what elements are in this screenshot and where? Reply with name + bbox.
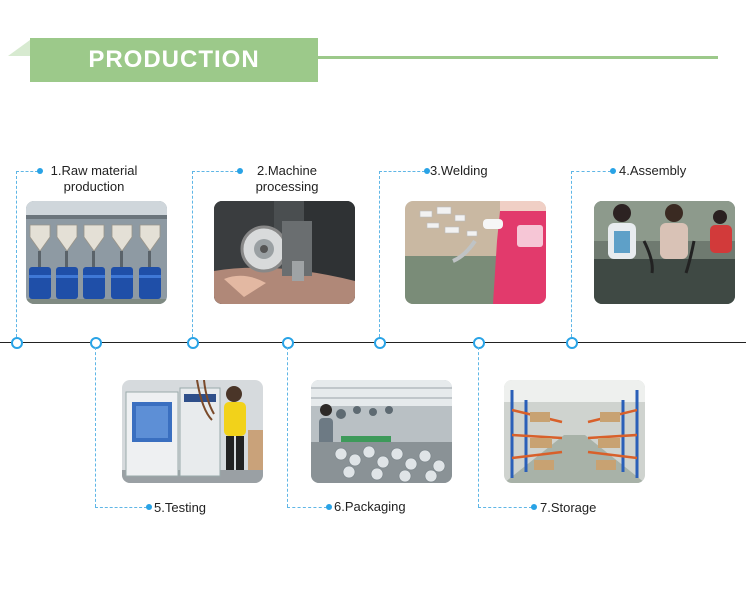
connector-4-end-dot	[610, 168, 616, 174]
timeline-node-7	[473, 337, 485, 349]
connector-7-end-dot	[531, 504, 537, 510]
banner-rule	[318, 56, 718, 59]
connector-2-horizontal	[192, 171, 238, 172]
assembly-photo	[594, 201, 735, 304]
machine-processing-photo	[214, 201, 355, 304]
connector-6-end-dot	[326, 504, 332, 510]
connector-5-vertical	[95, 347, 96, 507]
connector-6-horizontal	[287, 507, 327, 508]
connector-7-horizontal	[478, 507, 532, 508]
page-title: PRODUCTION PROCESS	[30, 38, 318, 117]
timeline-axis	[0, 342, 746, 343]
connector-1-horizontal	[16, 171, 38, 172]
banner-fold-decoration	[8, 40, 30, 56]
connector-5-horizontal	[95, 507, 147, 508]
connector-3-end-dot	[424, 168, 430, 174]
connector-3-vertical	[379, 171, 380, 337]
timeline-node-1	[11, 337, 23, 349]
raw-material-machines-photo	[26, 201, 167, 304]
timeline-node-2	[187, 337, 199, 349]
welding-photo	[405, 201, 546, 304]
timeline-node-6	[282, 337, 294, 349]
testing-chamber-photo	[122, 380, 263, 483]
connector-7-vertical	[478, 347, 479, 507]
timeline-node-5	[90, 337, 102, 349]
connector-6-vertical	[287, 347, 288, 507]
step-4-label: 4.Assembly	[619, 163, 687, 178]
connector-5-end-dot	[146, 504, 152, 510]
step-7-label: 7.Storage	[540, 500, 597, 515]
storage-warehouse-photo	[504, 380, 645, 483]
connector-4-vertical	[571, 171, 572, 337]
step-3-label: 3.Welding	[430, 163, 488, 178]
timeline-node-4	[566, 337, 578, 349]
connector-2-vertical	[192, 171, 193, 337]
packaging-photo	[311, 380, 452, 483]
connector-4-horizontal	[571, 171, 611, 172]
step-5-label: 5.Testing	[154, 500, 207, 515]
connector-1-end-dot	[37, 168, 43, 174]
step-6-label: 6.Packaging	[334, 499, 406, 514]
timeline-node-3	[374, 337, 386, 349]
connector-3-horizontal	[379, 171, 425, 172]
connector-1-vertical	[16, 171, 17, 337]
connector-2-end-dot	[237, 168, 243, 174]
